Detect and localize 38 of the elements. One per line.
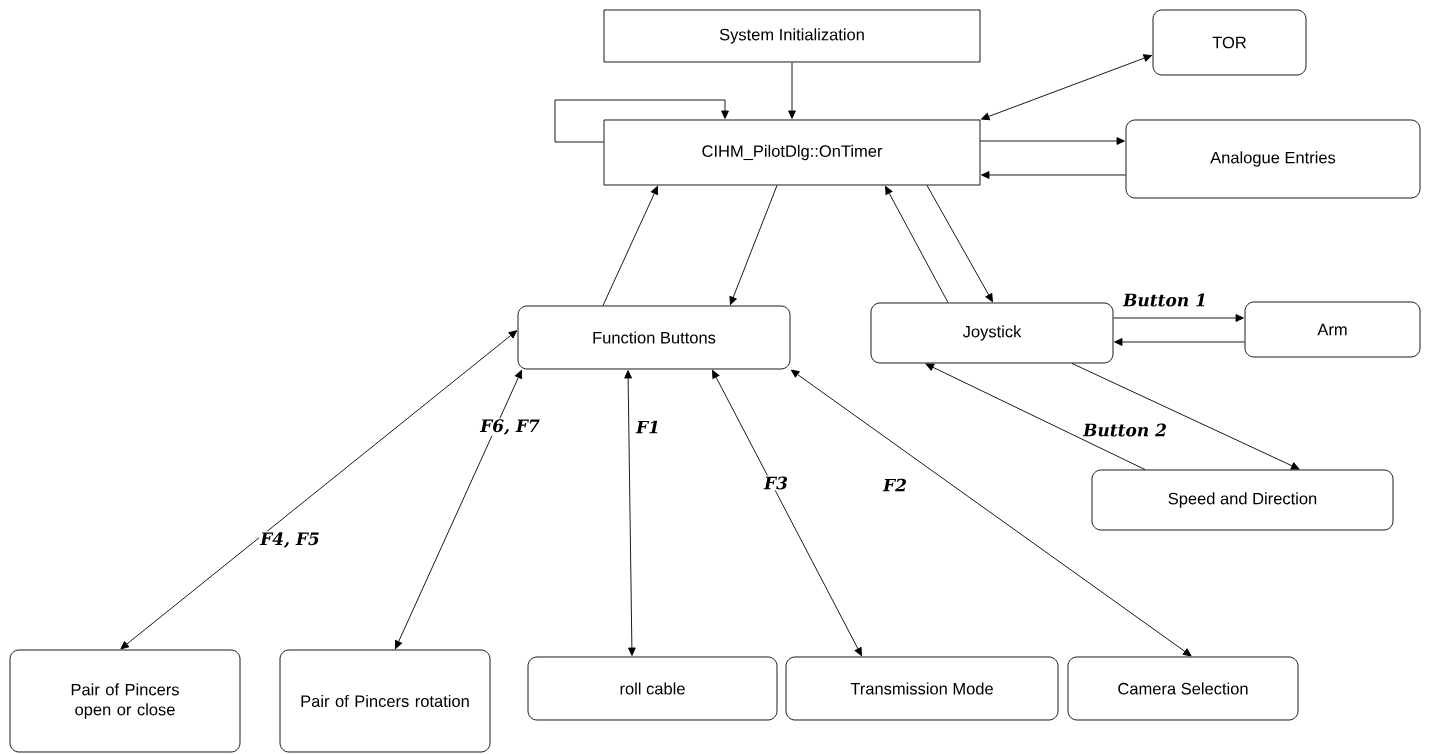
process-box: Speed and Direction [1091, 469, 1394, 531]
process-box: Transmission Mode [785, 656, 1059, 721]
arrow [729, 185, 778, 305]
arrow [981, 171, 1126, 179]
arrow [1113, 314, 1244, 322]
arrow [981, 54, 1152, 121]
arrow [788, 62, 796, 119]
arrow [624, 370, 636, 656]
edge-label: F3 [763, 475, 789, 491]
process-box: Pair of Pincers open or close [9, 649, 241, 753]
arrow [1114, 338, 1245, 346]
edge-label: Button 1 [1122, 292, 1208, 308]
arrow [120, 330, 518, 650]
arrow [885, 185, 949, 303]
edge-label: Button 2 [1082, 422, 1168, 438]
arrow [1071, 363, 1300, 470]
process-box: Arm [1244, 301, 1421, 358]
process-box: TOR [1152, 9, 1307, 76]
arrow [926, 185, 993, 303]
arrow [980, 137, 1125, 145]
edge-label: F6, F7 [479, 418, 541, 436]
edge-label: F4, F5 [259, 531, 321, 549]
arrow [602, 186, 658, 306]
arrow [925, 363, 1146, 470]
process-box: roll cable [527, 656, 778, 721]
process-box: CIHM_PilotDlg::OnTimer [603, 119, 981, 186]
edge-label: F2 [882, 477, 908, 493]
arrow [554, 99, 729, 143]
arrow [712, 370, 862, 656]
arrow [790, 369, 1192, 657]
arrow [395, 370, 523, 649]
process-box: Joystick [870, 302, 1114, 364]
process-box: System Initialization [603, 9, 981, 63]
process-box: Function Buttons [517, 305, 791, 370]
edge-label: F1 [635, 419, 661, 435]
process-box: Analogue Entries [1125, 119, 1421, 199]
process-box: Pair of Pincers rotation [279, 649, 491, 753]
process-box: Camera Selection [1067, 656, 1299, 721]
